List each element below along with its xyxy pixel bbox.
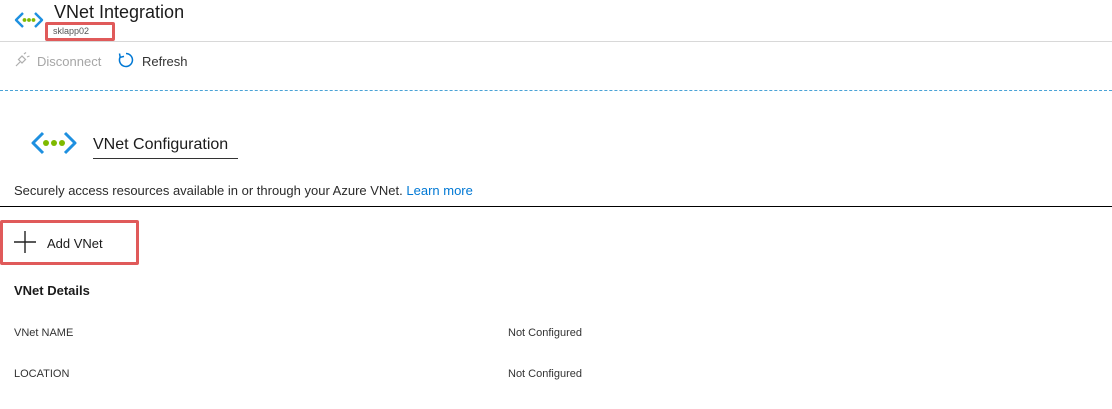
disconnect-label: Disconnect [37, 53, 102, 69]
location-label: LOCATION [14, 368, 70, 380]
disconnect-icon [14, 51, 30, 71]
vnet-config-icon [30, 130, 78, 156]
location-value: Not Configured [508, 368, 582, 380]
refresh-button[interactable]: Refresh [117, 48, 188, 74]
add-vnet-button[interactable]: Add VNet [13, 229, 103, 257]
add-vnet-highlight [0, 220, 139, 265]
subtitle-highlight [45, 22, 115, 41]
description-text: Securely access resources available in o… [14, 183, 403, 198]
refresh-icon [117, 51, 135, 72]
section-title: VNet Configuration [93, 136, 229, 153]
header-divider [0, 41, 1112, 42]
details-heading: VNet Details [14, 283, 90, 298]
section-description: Securely access resources available in o… [14, 183, 473, 198]
disconnect-button[interactable]: Disconnect [14, 48, 101, 74]
plus-icon [13, 230, 37, 257]
vnet-name-value: Not Configured [508, 327, 582, 339]
vnet-icon [14, 9, 44, 31]
section-title-underline [93, 158, 238, 159]
refresh-label: Refresh [142, 53, 188, 69]
app-name: sklapp02 [53, 26, 90, 36]
description-divider [0, 206, 1112, 207]
learn-more-link[interactable]: Learn more [406, 183, 473, 198]
vnet-name-label: VNet NAME [14, 327, 74, 339]
toolbar-divider [0, 90, 1112, 91]
page-title: VNet Integration [54, 2, 185, 22]
add-vnet-label: Add VNet [47, 235, 103, 251]
